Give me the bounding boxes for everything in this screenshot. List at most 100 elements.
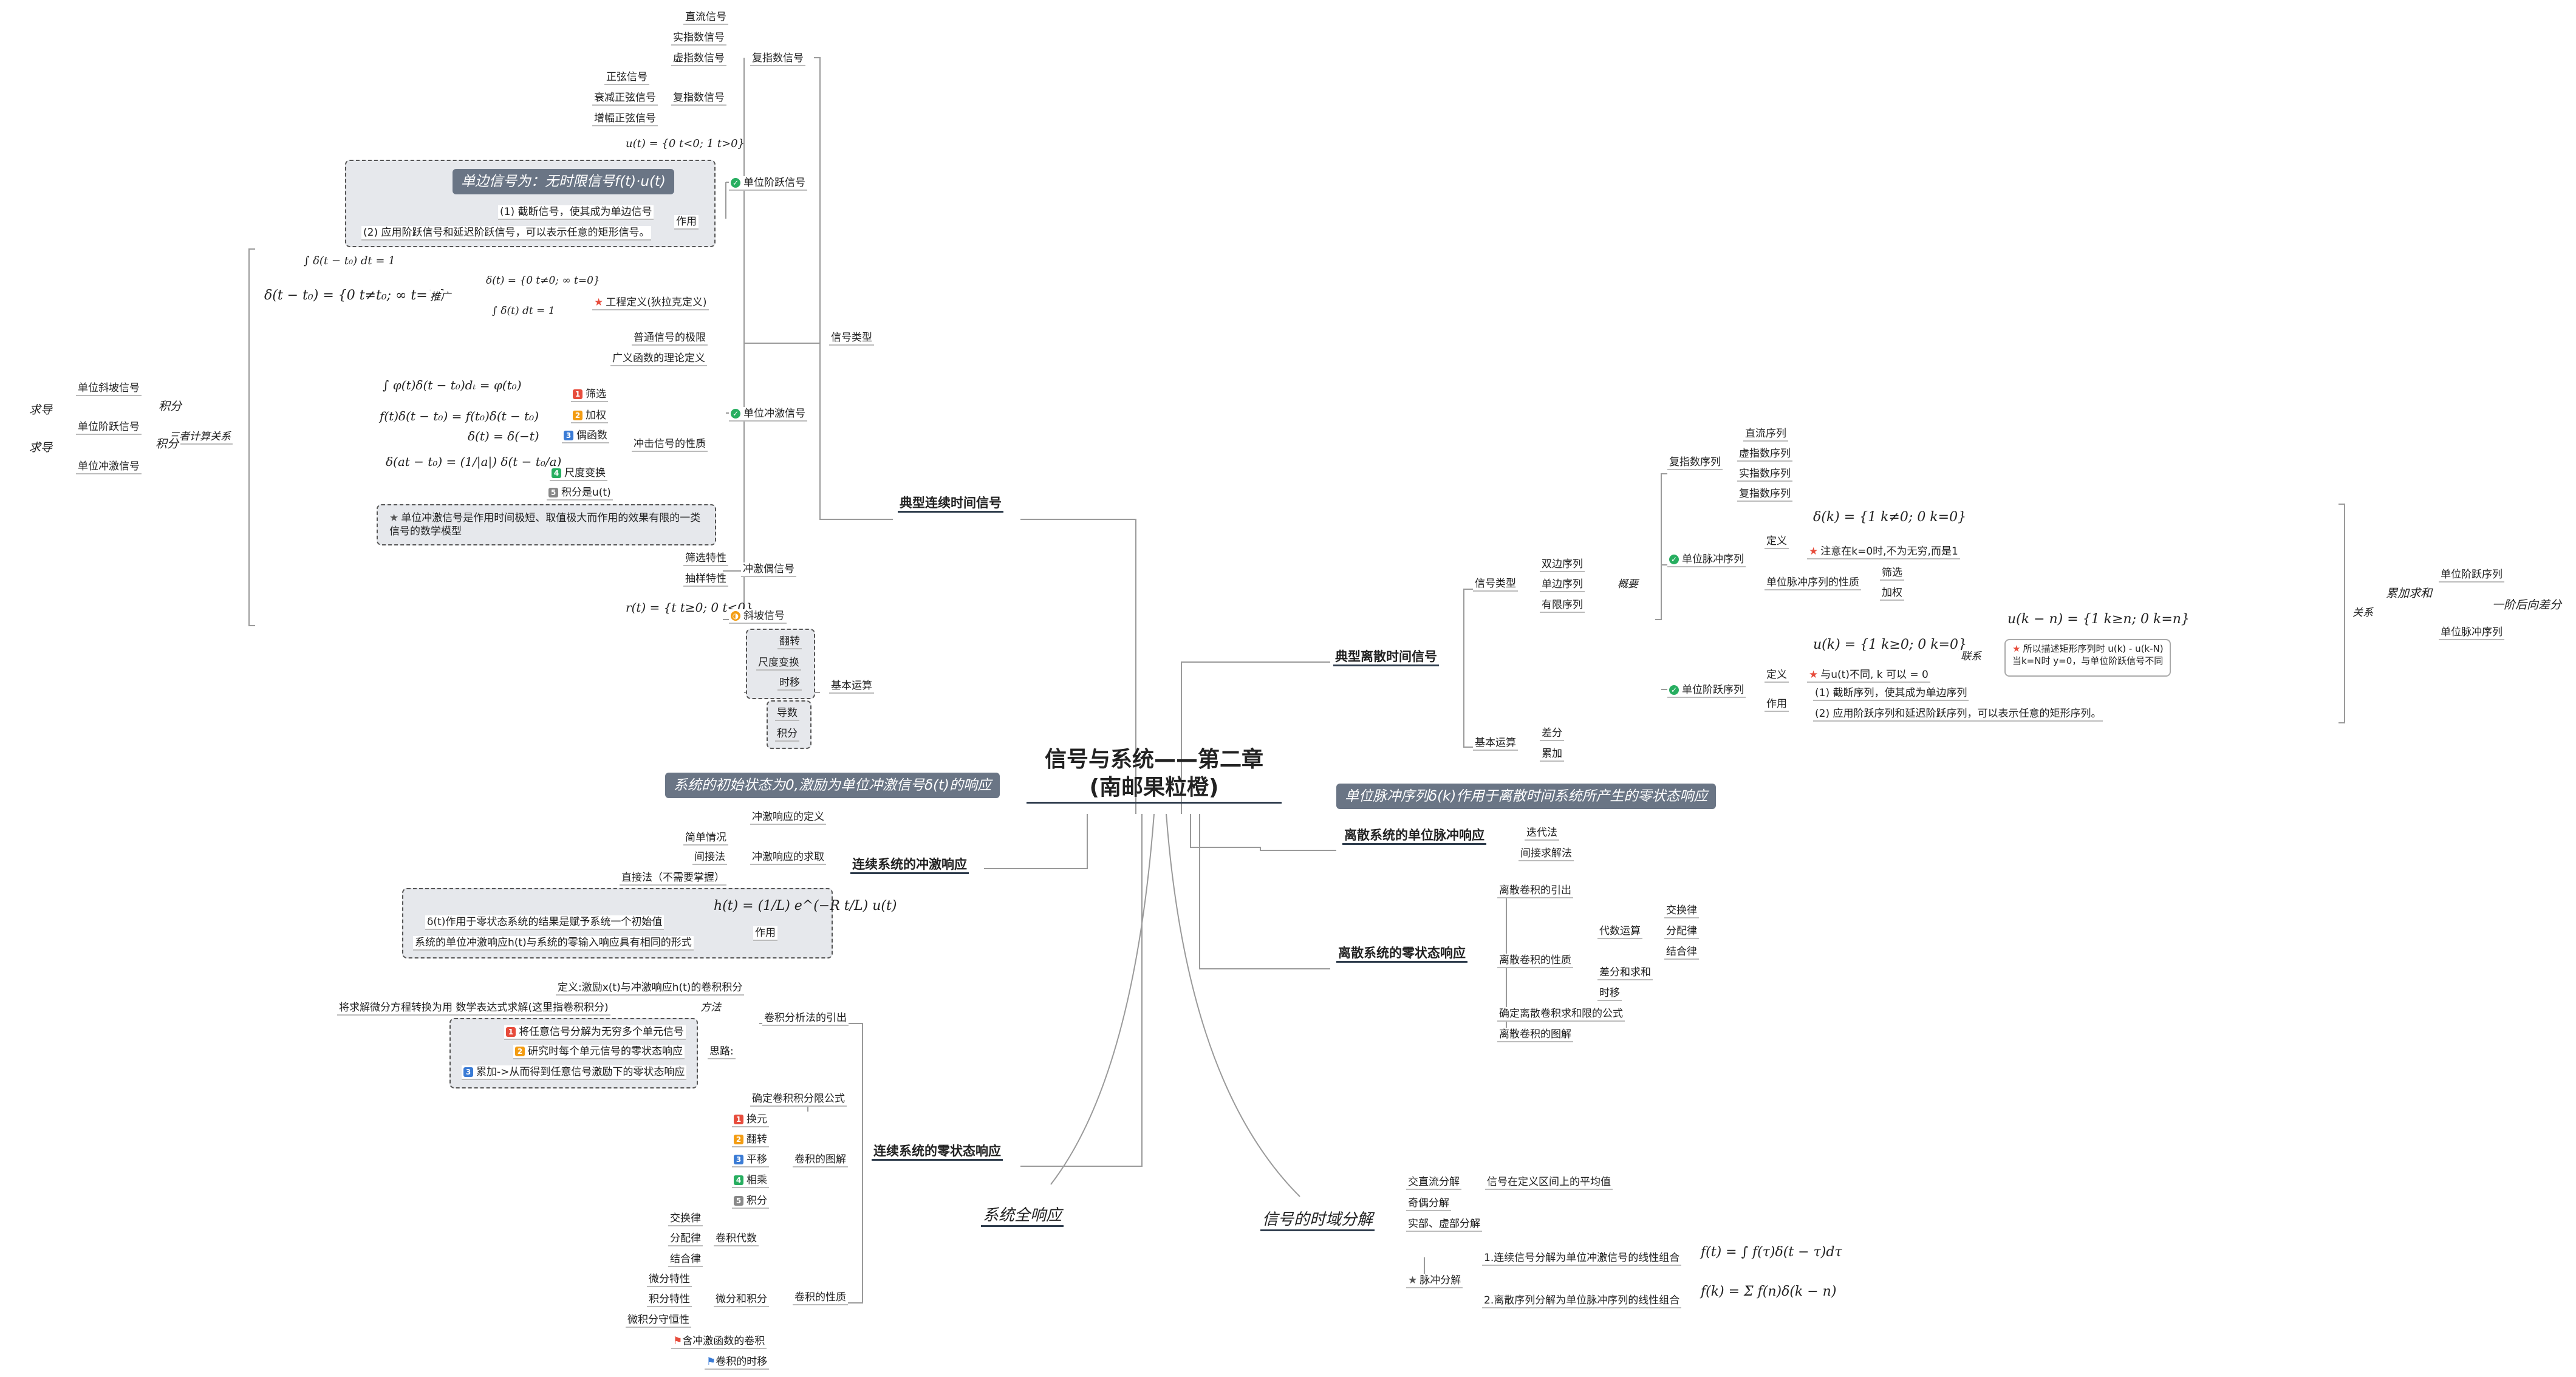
real-exp-seq[interactable]: 实指数序列 (1737, 467, 1792, 482)
dt-conv-intro[interactable]: 离散卷积的引出 (1497, 884, 1573, 898)
complex-exp-node[interactable]: 复指数信号 (750, 52, 805, 66)
limit-node[interactable]: 普通信号的极限 (632, 331, 708, 346)
relation-node[interactable]: 三者计算关系 (167, 430, 233, 445)
dt-alg-commutative[interactable]: 交换律 (1664, 904, 1699, 918)
dt-alg-associative[interactable]: 结合律 (1664, 945, 1699, 960)
conv-limits-node[interactable]: 确定卷积积分限公式 (750, 1092, 847, 1107)
typical-ct-node[interactable]: 典型连续时间信号 (898, 495, 1003, 513)
signal-type-node[interactable]: 信号类型 (829, 331, 874, 346)
dt-alg-distributive[interactable]: 分配律 (1664, 924, 1699, 939)
dt-type-unilateral[interactable]: 单边序列 (1540, 578, 1585, 592)
dt-indirect[interactable]: 间接求解法 (1519, 847, 1574, 861)
gen-func-node[interactable]: 广义函数的理论定义 (610, 352, 707, 366)
ramp-node[interactable]: ◑斜坡信号 (729, 609, 787, 624)
ct-impulse-resp-node[interactable]: 连续系统的冲激响应 (850, 856, 969, 874)
dt-impulse-resp-node[interactable]: 离散系统的单位脉冲响应 (1342, 827, 1486, 845)
imp-def-node[interactable]: 冲激响应的定义 (750, 810, 826, 825)
dt-limits[interactable]: 确定离散卷积求和限的公式 (1497, 1007, 1625, 1022)
simple-case[interactable]: 简单情况 (683, 831, 728, 846)
dt-graph[interactable]: 离散卷积的图解 (1497, 1028, 1573, 1042)
diff-prop[interactable]: 微分特性 (647, 1273, 692, 1287)
op-flip[interactable]: 翻转 (777, 635, 802, 649)
imp-solve-node[interactable]: 冲激响应的求取 (750, 850, 826, 865)
pulse-prop-sift[interactable]: 筛选 (1880, 566, 1904, 581)
pulse-props-node[interactable]: 单位脉冲序列的性质 (1765, 576, 1861, 590)
dc-seq[interactable]: 直流序列 (1743, 427, 1788, 442)
conv-method[interactable]: 将求解微分方程转换为用 数学表达式求解(这里指卷积积分) (337, 1001, 610, 1016)
step-use-node[interactable]: 作用 (674, 215, 699, 230)
dt-type-finite[interactable]: 有限序列 (1540, 598, 1585, 613)
eng-def-node[interactable]: ★工程定义(狄拉克定义) (592, 296, 709, 310)
dt-alg-node[interactable]: 代数运算 (1597, 924, 1642, 939)
unit-impulse-node[interactable]: ✓单位冲激信号 (729, 407, 807, 422)
pulse-prop-weight[interactable]: 加权 (1880, 586, 1904, 601)
damped-sine-signal[interactable]: 衰减正弦信号 (592, 91, 658, 106)
sine-signal[interactable]: 正弦信号 (604, 70, 649, 85)
rel-step-seq[interactable]: 单位阶跃序列 (2439, 568, 2504, 583)
dt-type-bilateral[interactable]: 双边序列 (1540, 558, 1585, 572)
rel-pulse-seq[interactable]: 单位脉冲序列 (2439, 626, 2504, 640)
op-scale[interactable]: 尺度变换 (756, 656, 801, 671)
sampling-property[interactable]: 抽样特性 (683, 572, 728, 587)
growing-sine-signal[interactable]: 增幅正弦信号 (592, 112, 658, 126)
dt-shift[interactable]: 时移 (1597, 986, 1622, 1001)
impulse-couple-node[interactable]: 冲激偶信号 (741, 562, 796, 577)
conservation-prop[interactable]: 微积分守恒性 (626, 1313, 691, 1328)
real-imag-decomp[interactable]: 实部、虚部分解 (1406, 1217, 1482, 1232)
complex-seq-node[interactable]: 复指数序列 (1667, 456, 1723, 470)
alg-associative[interactable]: 结合律 (668, 1252, 703, 1267)
conv-shift[interactable]: ⚑卷积的时移 (705, 1355, 770, 1370)
conv-intro-node[interactable]: 卷积分析法的引出 (762, 1011, 849, 1026)
dt-basic-ops-node[interactable]: 基本运算 (1473, 736, 1518, 751)
dc-ac-decomp[interactable]: 交直流分解 (1406, 1175, 1461, 1190)
pulse-def-node[interactable]: 定义 (1765, 535, 1789, 549)
imag-exp-seq[interactable]: 虚指数序列 (1737, 447, 1792, 462)
dt-op-sum[interactable]: 累加 (1540, 747, 1564, 762)
op-shift[interactable]: 时移 (777, 676, 802, 691)
dt-signal-type-node[interactable]: 信号类型 (1473, 577, 1518, 592)
ct-zero-state-node[interactable]: 连续系统的零状态响应 (872, 1143, 1003, 1161)
basic-ops-node[interactable]: 基本运算 (829, 679, 874, 694)
direct-method[interactable]: 直接法（不需要掌握） (620, 871, 726, 886)
dt-diff-sum[interactable]: 差分和求和 (1597, 966, 1653, 980)
indirect-method[interactable]: 间接法 (692, 850, 727, 865)
rel-impulse[interactable]: 单位冲激信号 (76, 460, 142, 474)
step-seq-def-node[interactable]: 定义 (1765, 668, 1789, 683)
dt-op-diff[interactable]: 差分 (1540, 726, 1564, 741)
role-node[interactable]: 作用 (753, 926, 777, 941)
sifting-property[interactable]: 筛选特性 (683, 552, 728, 566)
pulse-decomp-node[interactable]: ★脉冲分解 (1406, 1274, 1463, 1288)
dc-signal[interactable]: 直流信号 (683, 10, 728, 25)
props-node[interactable]: 冲击信号的性质 (632, 437, 708, 452)
real-exp-signal[interactable]: 实指数信号 (671, 31, 726, 46)
odd-even-decomp[interactable]: 奇偶分解 (1406, 1197, 1451, 1211)
typical-dt-node[interactable]: 典型离散时间信号 (1333, 649, 1439, 666)
unit-step-node[interactable]: ✓单位阶跃信号 (729, 176, 807, 191)
conv-graph-node[interactable]: 卷积的图解 (793, 1153, 848, 1167)
op-derivative[interactable]: 导数 (775, 706, 799, 721)
unit-step-seq-node[interactable]: ✓单位阶跃序列 (1667, 683, 1746, 698)
conv-alg-node[interactable]: 卷积代数 (714, 1232, 759, 1246)
conv-props-node[interactable]: 卷积的性质 (793, 1291, 848, 1305)
rel-step[interactable]: 单位阶跃信号 (76, 420, 142, 435)
op-integral[interactable]: 积分 (775, 727, 799, 742)
dt-conv-props[interactable]: 离散卷积的性质 (1497, 954, 1573, 968)
step-seq-use-node[interactable]: 作用 (1765, 697, 1789, 712)
complex-exp-seq[interactable]: 复指数序列 (1737, 487, 1792, 502)
conv-impulse[interactable]: ⚑含冲激函数的卷积 (671, 1334, 767, 1349)
thought-node[interactable]: 思路: (708, 1045, 736, 1059)
diff-int-node[interactable]: 微分和积分 (714, 1293, 769, 1307)
dt-zero-state-node[interactable]: 离散系统的零状态响应 (1336, 945, 1467, 963)
unit-pulse-node[interactable]: ✓单位脉冲序列 (1667, 553, 1746, 567)
alg-distributive[interactable]: 分配律 (668, 1232, 703, 1246)
rel-ramp[interactable]: 单位斜坡信号 (76, 381, 142, 396)
complex-sine-node[interactable]: 复指数信号 (671, 91, 726, 106)
